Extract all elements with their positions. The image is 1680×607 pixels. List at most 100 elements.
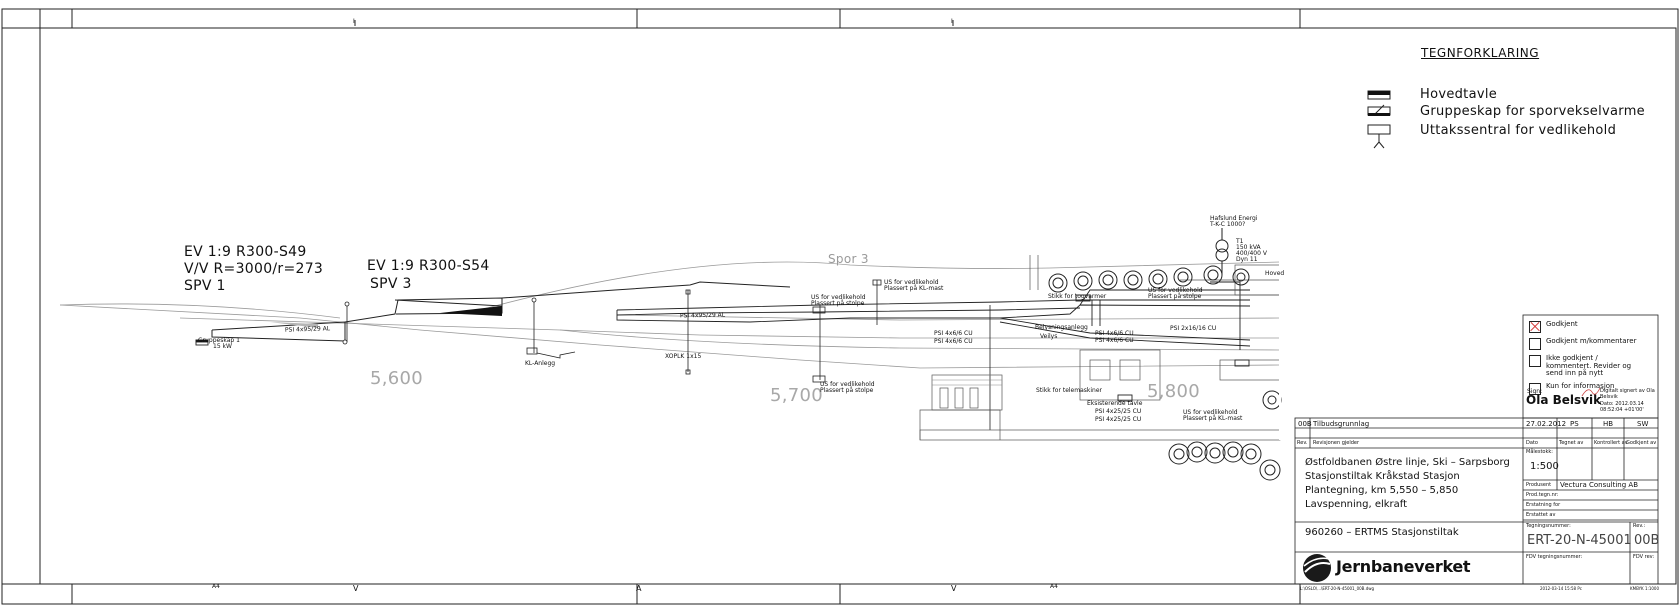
poles <box>342 279 991 430</box>
rev-desc: Tilbudsgrunnlag <box>1313 420 1370 428</box>
label-veilys: Veilys <box>1040 333 1058 340</box>
label-kabel-side: XOPLK 1x15 <box>665 353 702 360</box>
rev-header-date: Dato <box>1526 440 1538 446</box>
label-us1-b: Plassert på stolpe <box>811 300 865 307</box>
transformer-symbol <box>1215 228 1229 275</box>
legend-item-gruppeskap: Gruppeskap for sporvekselvarme <box>1420 104 1645 119</box>
project-name: 960260 – ERTMS Stasjonstiltak <box>1305 527 1459 538</box>
scale-value: 1:500 <box>1530 461 1559 472</box>
checkbox-icon[interactable] <box>1529 355 1541 367</box>
switch-right-line2: SPV 3 <box>370 276 412 292</box>
plot-date: 2012-03-14 15:58 Pc <box>1540 586 1582 591</box>
label-us3-a: US for vedlikehold <box>820 381 875 388</box>
prod-tegn-label: Prod.tegn.nr: <box>1526 492 1559 498</box>
frame-mark-a4-right: A4 <box>1050 583 1058 590</box>
rev-code: 00B <box>1298 420 1312 428</box>
inner-frame <box>39 27 1677 585</box>
label-psi-4x25: PSI 2x16/16 CU <box>1170 325 1217 332</box>
frame-mark-v-left: V <box>353 584 359 593</box>
km-marker-5700: 5,700 <box>770 385 824 406</box>
label-trafo-d: 150 kVA <box>1236 244 1261 251</box>
label-psi-426-a: PSI 4x6/6 CU <box>1095 330 1134 337</box>
producer-label: Produsent <box>1526 482 1552 488</box>
frame-mark-v-right: V <box>951 584 957 593</box>
label-us4-b: Plassert på stolpe <box>1148 293 1202 300</box>
rev-checked: HB <box>1603 420 1614 428</box>
checkbox-icon[interactable] <box>1529 383 1541 396</box>
label-stikk: Stikk for togvarmer <box>1048 293 1107 300</box>
label-stikk2: Stikk for telemaskiner <box>1036 387 1102 394</box>
checkbox-icon[interactable] <box>1529 338 1541 350</box>
title-line1: Østfoldbanen Østre linje, Ski – Sarpsbor… <box>1305 457 1510 468</box>
label-hovedtavle: Hoved <box>1265 270 1285 277</box>
erstatning-for-label: Erstatning for <box>1526 502 1561 508</box>
label-us3-b: Plassert på stolpe <box>820 387 874 394</box>
fdv-label: FDV tegningsnummer: <box>1526 554 1583 560</box>
title-line2: Stasjonstiltak Kråkstad Stasjon <box>1305 471 1460 482</box>
switch-heater-left <box>270 322 318 328</box>
switch-left-line3: SPV 1 <box>184 278 226 294</box>
label-kl-anlegg: KL-Anlegg <box>525 360 556 367</box>
rev-label: Rev.: <box>1633 523 1646 529</box>
gruppeskap-symbol <box>1367 104 1391 116</box>
trees-bottom <box>1168 390 1282 481</box>
label-psi-cable-2: PSI 4x95/29 AL <box>679 311 726 320</box>
approval-option-godkjent[interactable]: Godkjent <box>1529 320 1636 333</box>
label-trafo-e: 400/400 V <box>1236 250 1267 257</box>
signature-mark <box>1581 387 1601 397</box>
label-us1-a: US for vedlikehold <box>811 294 866 301</box>
label-trafo-b: T-K-C 1000? <box>1210 221 1246 228</box>
rev-header-rev: Rev. <box>1297 440 1308 446</box>
label-psi-445-a: PSI 4x6/6 CU <box>934 330 973 337</box>
rev-date: 27.02.2012 <box>1526 420 1567 428</box>
label-trafo-a: Hafslund Energi <box>1210 215 1258 222</box>
title-line4: Lavspenning, elkraft <box>1305 499 1408 510</box>
checked-box-icon[interactable] <box>1529 321 1541 333</box>
km-marker-5800: 5,800 <box>1147 381 1201 402</box>
label-gruppeskap: Gruppeskap 1 <box>198 337 240 344</box>
signature-name: Ola Belsvik <box>1526 393 1602 407</box>
equipment-symbols <box>195 294 1250 402</box>
label-us4-a: US for vedlikehold <box>1148 287 1203 294</box>
legend-item-uttakssentral: Uttakssentral for vedlikehold <box>1420 123 1617 138</box>
switch-heater-right <box>440 306 502 316</box>
digital-date: Dato: 2012.03.14 08:52:04 +01'00' <box>1600 401 1644 413</box>
rev-header-approved: Godkjent av <box>1626 440 1657 446</box>
rev-header-drawn: Tegnet av <box>1559 440 1584 446</box>
rev-header-checked: Kontrollert av <box>1594 440 1628 446</box>
label-psi-425-b: PSI 4x25/25 CU <box>1095 416 1142 423</box>
label-us5-a: US for vedlikehold <box>1183 409 1238 416</box>
km-marker-5600: 5,600 <box>370 368 424 389</box>
label-belysning: Belysningsanlegg <box>1035 324 1088 331</box>
sign-label: Sign: <box>1527 388 1543 395</box>
uttakssentral-symbol <box>1367 124 1391 149</box>
producer-value: Vectura Consulting AB <box>1560 481 1638 489</box>
label-us5-b: Plassert på KL-mast <box>1183 415 1243 422</box>
trees-top <box>1048 265 1250 293</box>
label-trafo-c: T1 <box>1236 238 1244 245</box>
label-us2-b: Plassert på KL-mast <box>884 285 944 292</box>
switch-left-line2: V/V R=3000/r=273 <box>184 261 324 277</box>
label-psi-426-b: PSI 4x6/6 CU <box>1095 337 1134 344</box>
jernbaneverket-logo-icon <box>1303 554 1331 582</box>
rev-approved: SW <box>1637 420 1649 428</box>
label-trafo-f: Dyn 11 <box>1236 256 1258 263</box>
approval-options: Godkjent Godkjent m/kommentarer Ikke god… <box>1529 320 1636 396</box>
label-psi-425-a: PSI 4x25/25 CU <box>1095 408 1142 415</box>
rev-drawn: PS <box>1570 420 1579 428</box>
company-name: Jernbaneverket <box>1336 557 1471 576</box>
track-lines <box>59 261 1281 369</box>
rev-header-desc: Revisjonen gjelder <box>1313 440 1360 446</box>
switch-left-line1: EV 1:9 R300-S49 <box>184 244 307 260</box>
approval-option-info[interactable]: Kun for informasjon <box>1529 382 1636 396</box>
approval-option-ikke-godkjent[interactable]: Ikke godkjent / kommentert. Revider og s… <box>1529 354 1636 378</box>
label-eksisterende: Eksisterende tavle <box>1087 400 1143 407</box>
scale-label: Målestokk: <box>1526 449 1553 455</box>
frame-mark-a: A <box>636 584 642 593</box>
approval-option-kommentarer[interactable]: Godkjent m/kommentarer <box>1529 337 1636 350</box>
fdv-rev-label: FDV rev: <box>1633 554 1655 560</box>
digital-sign: Digitalt signert av Ola Belsvik <box>1600 388 1655 400</box>
label-us2-a: US for vedlikehold <box>884 279 939 286</box>
title-line3: Plantegning, km 5,550 – 5,850 <box>1305 485 1459 496</box>
